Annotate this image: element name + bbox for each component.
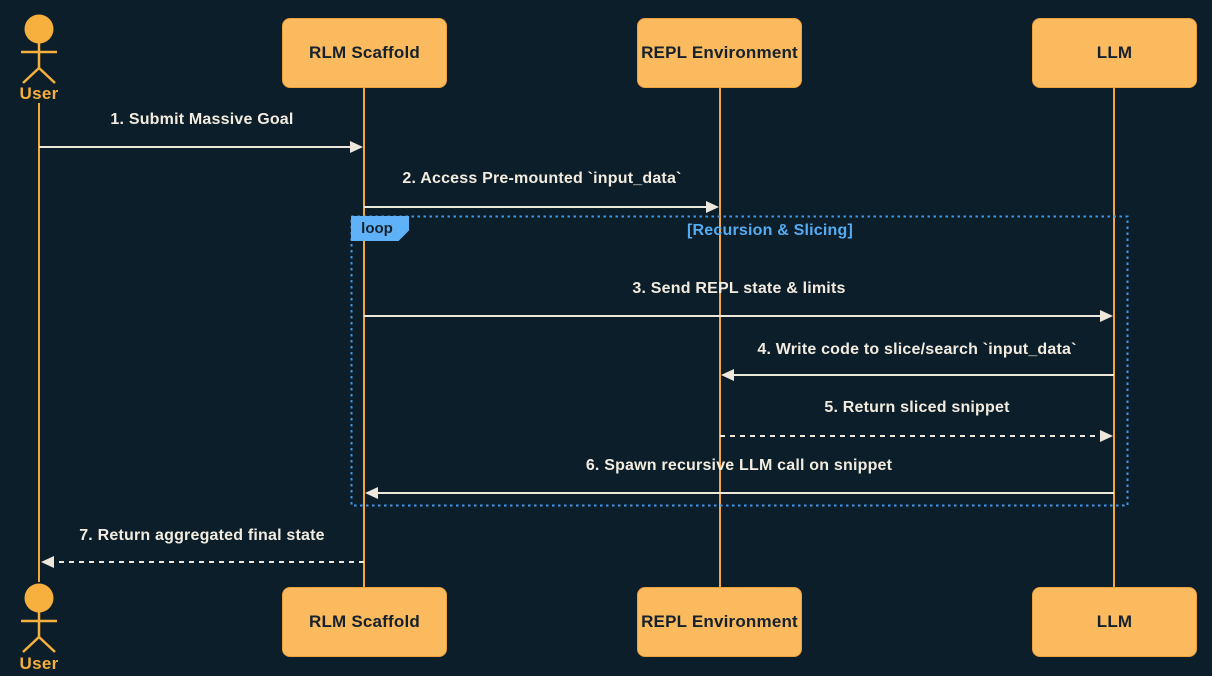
message-7-arrowhead xyxy=(41,556,54,568)
message-1-arrowhead xyxy=(350,141,363,153)
actor-head xyxy=(24,14,54,44)
message-7-label: 7. Return aggregated final state xyxy=(79,527,325,544)
participant-box-llm-bottom: LLM xyxy=(1032,587,1197,657)
participant-box-repl-environment-bottom: REPL Environment xyxy=(637,587,802,657)
message-1-label: 1. Submit Massive Goal xyxy=(110,111,294,128)
participant-box-rlm-scaffold-bottom: RLM Scaffold xyxy=(282,587,447,657)
loop-tab: loop xyxy=(351,216,409,241)
participant-box-repl-environment-top: REPL Environment xyxy=(637,18,802,88)
participant-box-rlm-scaffold-top: RLM Scaffold xyxy=(282,18,447,88)
loop-frame-border xyxy=(350,215,1129,507)
user-actor-label-top: User xyxy=(19,84,59,103)
message-6-label: 6. Spawn recursive LLM call on snippet xyxy=(585,457,893,474)
message-2-label: 2. Access Pre-mounted `input_data` xyxy=(402,170,682,187)
actor-head xyxy=(24,583,54,613)
user-actor-figure-bottom xyxy=(21,583,57,653)
message-4-arrowhead xyxy=(721,369,734,381)
message-5-label: 5. Return sliced snippet xyxy=(824,399,1010,416)
message-3-arrowhead xyxy=(1100,310,1113,322)
actor-leg-left xyxy=(22,636,40,653)
user-actor-label-bottom: User xyxy=(19,654,59,673)
message-4-label: 4. Write code to slice/search `input_dat… xyxy=(757,341,1077,358)
actor-leg-right xyxy=(38,636,56,653)
message-2-arrowhead xyxy=(706,201,719,213)
loop-condition-label: [Recursion & Slicing] xyxy=(687,222,853,239)
message-5-arrowhead xyxy=(1100,430,1113,442)
actor-leg-right xyxy=(38,67,56,84)
message-3-label: 3. Send REPL state & limits xyxy=(632,280,846,297)
actor-leg-left xyxy=(22,67,40,84)
participant-box-llm-top: LLM xyxy=(1032,18,1197,88)
user-actor-figure-top xyxy=(21,14,57,84)
message-6-arrowhead xyxy=(365,487,378,499)
